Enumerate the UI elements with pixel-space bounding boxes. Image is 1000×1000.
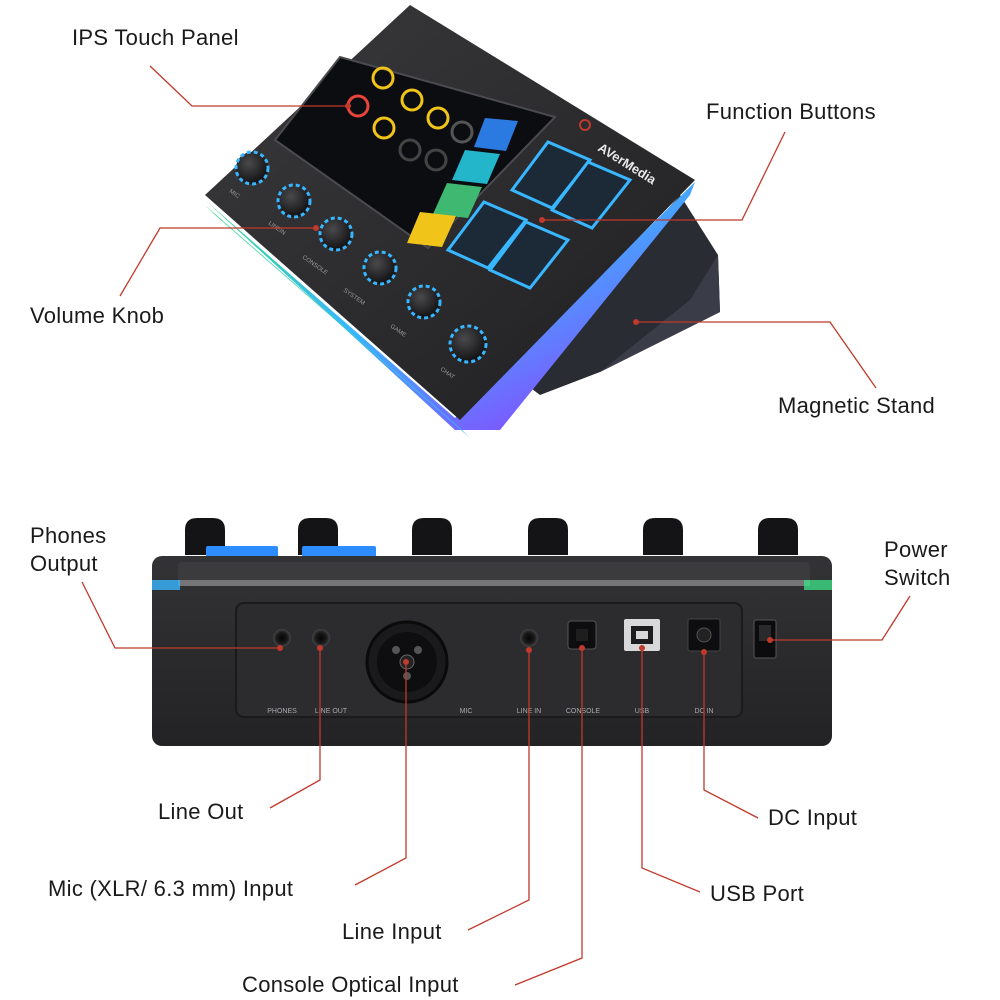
volume-knobs	[234, 150, 488, 364]
callout-function-buttons: Function Buttons	[706, 99, 876, 124]
svg-text:LINE OUT: LINE OUT	[315, 708, 348, 715]
callout-mic-input: Mic (XLR/ 6.3 mm) Input	[48, 876, 294, 901]
callout-line-input: Line Input	[342, 919, 442, 944]
tile-music	[407, 212, 456, 247]
callout-magnetic-stand: Magnetic Stand	[778, 393, 936, 418]
callout-power-switch-line1: Power	[884, 537, 948, 562]
callout-phones-output: Phones Output	[30, 522, 106, 578]
port-panel	[235, 602, 743, 718]
leader-lines	[81, 65, 911, 986]
callout-dc-input: DC Input	[768, 805, 858, 830]
magnetic-stand	[520, 195, 720, 395]
phones-jack	[273, 629, 291, 647]
tile-stream	[474, 118, 518, 151]
device-back-view: PHONES LINE OUT MIC LINE IN CONSOLE USB …	[152, 518, 832, 746]
callout-console-optical-input: Console Optical Input	[242, 972, 459, 997]
tile-screen	[433, 183, 482, 218]
line-in-jack	[520, 629, 538, 647]
svg-text:PHONES: PHONES	[267, 708, 297, 715]
callout-phones-output-line2: Output	[30, 551, 98, 576]
svg-text:CONSOLE: CONSOLE	[566, 708, 601, 715]
callout-power-switch: Power Switch	[884, 536, 951, 592]
callout-volume-knob: Volume Knob	[30, 303, 165, 328]
device-top-view: AVerMedia MIC LINEIN CONSOLE SYSTEM GAME…	[205, 5, 720, 438]
callout-ips-touch-panel: IPS Touch Panel	[72, 25, 239, 50]
tile-voice	[452, 150, 500, 184]
svg-text:MIC: MIC	[460, 708, 473, 715]
rgb-light-edge	[205, 182, 695, 430]
callout-usb-port: USB Port	[710, 881, 805, 906]
line-out-jack	[312, 629, 330, 647]
callout-power-switch-line2: Switch	[884, 565, 951, 590]
ips-touch-screen	[273, 55, 557, 250]
callout-line-out: Line Out	[158, 799, 244, 824]
function-buttons	[445, 140, 633, 290]
svg-text:MIC: MIC	[228, 189, 241, 201]
callout-phones-output-line1: Phones	[30, 523, 107, 548]
back-knobs	[185, 518, 798, 555]
